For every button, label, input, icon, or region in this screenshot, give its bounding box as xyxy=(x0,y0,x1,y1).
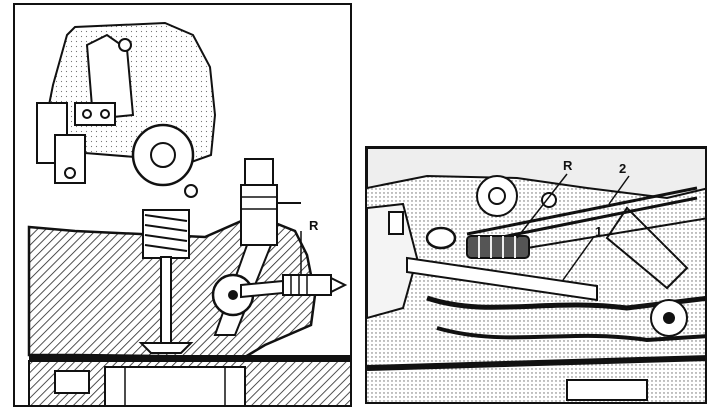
bolt-head xyxy=(541,192,557,208)
bolt-hole xyxy=(100,109,110,119)
fuel-line-2 xyxy=(466,186,698,236)
hose xyxy=(426,295,705,311)
engine-top-cover xyxy=(367,148,705,200)
cover-bolt-head xyxy=(118,38,132,52)
bolt-hole xyxy=(64,167,76,179)
head-gasket xyxy=(29,355,350,361)
injector-body xyxy=(240,184,278,246)
wire-loop-terminal xyxy=(425,226,457,250)
cross-member xyxy=(367,355,705,371)
bolt-hole xyxy=(82,109,92,119)
injector-nut xyxy=(244,158,274,186)
callout-2-label: 2 xyxy=(619,161,627,176)
callout-2-leader xyxy=(608,175,630,205)
cylinder-head-cross-section-drawing xyxy=(27,21,350,405)
callout-r-leader xyxy=(516,173,568,239)
hose xyxy=(436,326,705,343)
camshaft-center xyxy=(150,142,176,168)
bracket-boss xyxy=(388,211,404,235)
callout-1-label: 1 xyxy=(595,224,603,239)
engine-bay-photo-drawing xyxy=(367,148,705,402)
cover-mount-plate xyxy=(74,102,116,126)
callout-r-label: R xyxy=(309,218,319,233)
left-bracket xyxy=(367,202,419,320)
valve-spring xyxy=(144,214,188,252)
bolt-hole xyxy=(184,184,198,198)
engine-bay-photo-figure: R 2 1 xyxy=(365,146,707,404)
glow-plug-terminal xyxy=(330,276,348,294)
tube-1 xyxy=(406,256,598,302)
pulley-hub xyxy=(663,312,675,324)
piston-ring-groove xyxy=(124,367,226,405)
prechamber-outlet xyxy=(228,290,238,300)
callout-r-label: R xyxy=(563,158,573,173)
engine-mount-bolt xyxy=(488,187,506,205)
cylinder-head-cross-section-figure: R xyxy=(13,3,352,407)
block-coolant-passage xyxy=(54,370,90,394)
lower-bracket xyxy=(566,379,648,401)
cover-lower-flange xyxy=(54,134,86,184)
frame-strut xyxy=(605,206,689,290)
glow-plug-tip xyxy=(240,279,284,299)
valve-head xyxy=(138,342,194,354)
fuel-line xyxy=(526,217,705,249)
piston-crown xyxy=(104,366,246,405)
glow-plug xyxy=(466,235,530,259)
callout-1-leader xyxy=(562,237,594,281)
valve-stem xyxy=(160,256,172,344)
